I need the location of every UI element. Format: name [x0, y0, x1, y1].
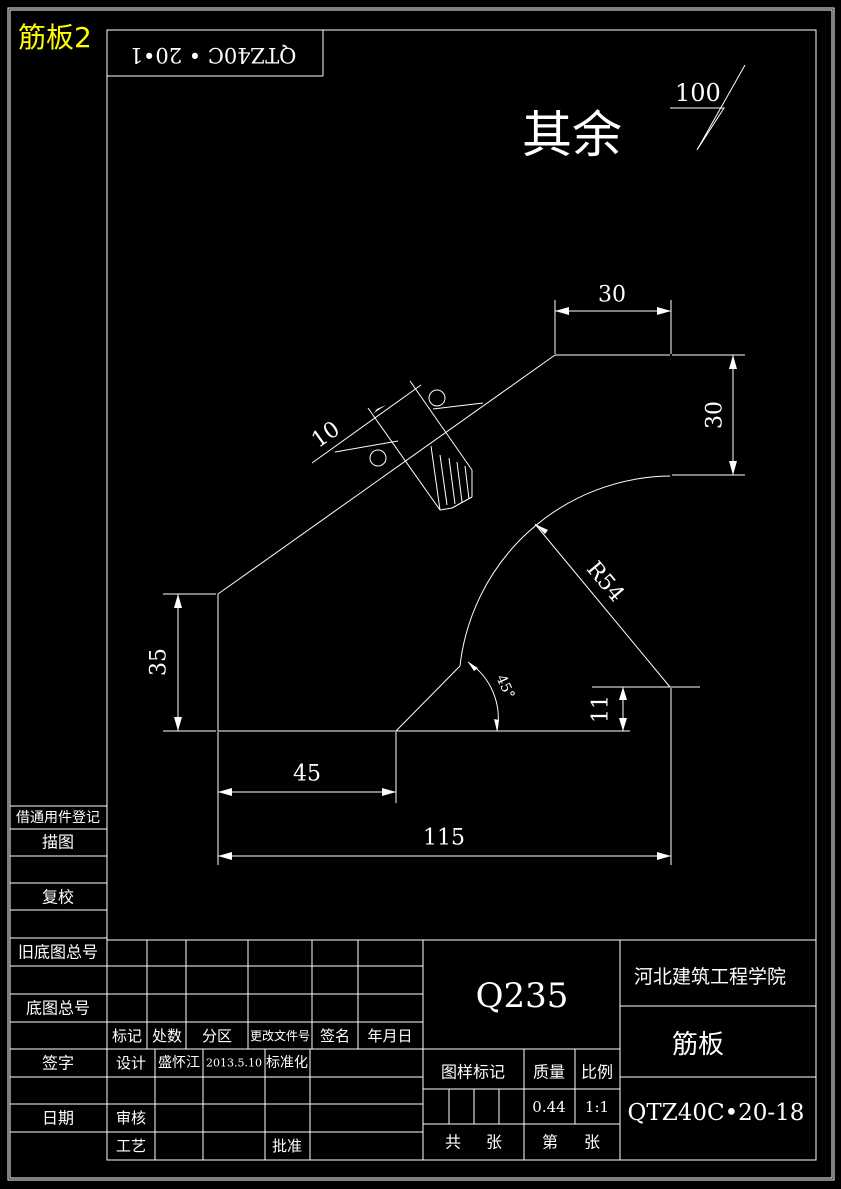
side-panel: 借通用件登记 描图 复校 旧底图总号 底图总号 签字 日期 — [10, 805, 107, 1133]
surface-finish-label: 其余 — [522, 106, 622, 164]
sheets-label: 张 — [486, 1133, 502, 1152]
sheet-frame — [7, 7, 835, 1181]
side-old-base-no: 旧底图总号 — [18, 943, 98, 962]
scale-value: 1:1 — [585, 1098, 609, 1116]
side-base-no: 底图总号 — [26, 999, 90, 1018]
part-name: 筋板 — [672, 1030, 724, 1060]
code-box: QTZ40C • 20•1 — [107, 30, 324, 77]
sheet-word-label: 张 — [584, 1133, 600, 1152]
dim-bottom-left: 45 — [293, 762, 321, 787]
rev-header-mark: 标记 — [112, 1027, 142, 1045]
rev-header-date: 年月日 — [367, 1027, 412, 1045]
review-label: 审核 — [116, 1109, 146, 1127]
rev-header-doc: 更改文件号 — [250, 1028, 310, 1043]
dimensions: 30 30 R54 11 45° 35 — [147, 283, 745, 865]
rev-header-zone: 分区 — [202, 1027, 232, 1045]
scale-label: 比例 — [581, 1063, 613, 1082]
approve-label: 批准 — [272, 1137, 302, 1155]
dim-overall-width: 115 — [423, 826, 465, 851]
dim-thickness: 10 — [307, 417, 344, 454]
roughness-value: 100 — [675, 79, 721, 107]
sheet-tag: 筋板2 — [18, 21, 92, 54]
part-outline — [217, 354, 671, 732]
material: Q235 — [476, 976, 569, 1016]
dim-right-height: 30 — [703, 401, 728, 429]
design-label: 设计 — [116, 1054, 146, 1072]
roughness-symbol — [670, 64, 746, 151]
mass-value: 0.44 — [532, 1098, 565, 1116]
upside-down-code: QTZ40C • 20•1 — [130, 43, 297, 67]
school-name: 河北建筑工程学院 — [634, 966, 786, 988]
stage-mark-label: 图样标记 — [441, 1063, 505, 1082]
side-trace: 描图 — [42, 833, 74, 852]
title-block: 标记 处数 分区 更改文件号 签名 年月日 设计 盛怀江 2013.5.10 标… — [107, 939, 816, 1160]
design-date: 2013.5.10 — [206, 1057, 262, 1070]
side-register: 借通用件登记 — [16, 810, 100, 826]
dim-top-width: 30 — [598, 283, 626, 308]
section-view: 10 — [307, 380, 484, 511]
designer-name: 盛怀江 — [158, 1055, 200, 1071]
total-label: 共 — [445, 1133, 461, 1152]
dim-left-height: 35 — [147, 648, 172, 676]
dim-bottom-step: 11 — [589, 695, 614, 723]
dim-angle: 45° — [493, 672, 518, 701]
sheet-no-label: 第 — [542, 1133, 558, 1152]
dim-radius: R54 — [581, 557, 629, 607]
drawing-no: QTZ40C•20-18 — [628, 1100, 805, 1126]
rev-header-count: 处数 — [152, 1027, 182, 1045]
side-signature: 签字 — [42, 1054, 74, 1073]
standardize-label: 标准化 — [266, 1055, 308, 1071]
surface-finish-note: 其余 100 — [522, 64, 746, 164]
rev-header-sign: 签名 — [320, 1027, 350, 1045]
process-label: 工艺 — [116, 1137, 146, 1155]
side-recheck: 复校 — [42, 888, 74, 907]
side-date: 日期 — [42, 1109, 74, 1128]
mass-label: 质量 — [533, 1063, 565, 1082]
